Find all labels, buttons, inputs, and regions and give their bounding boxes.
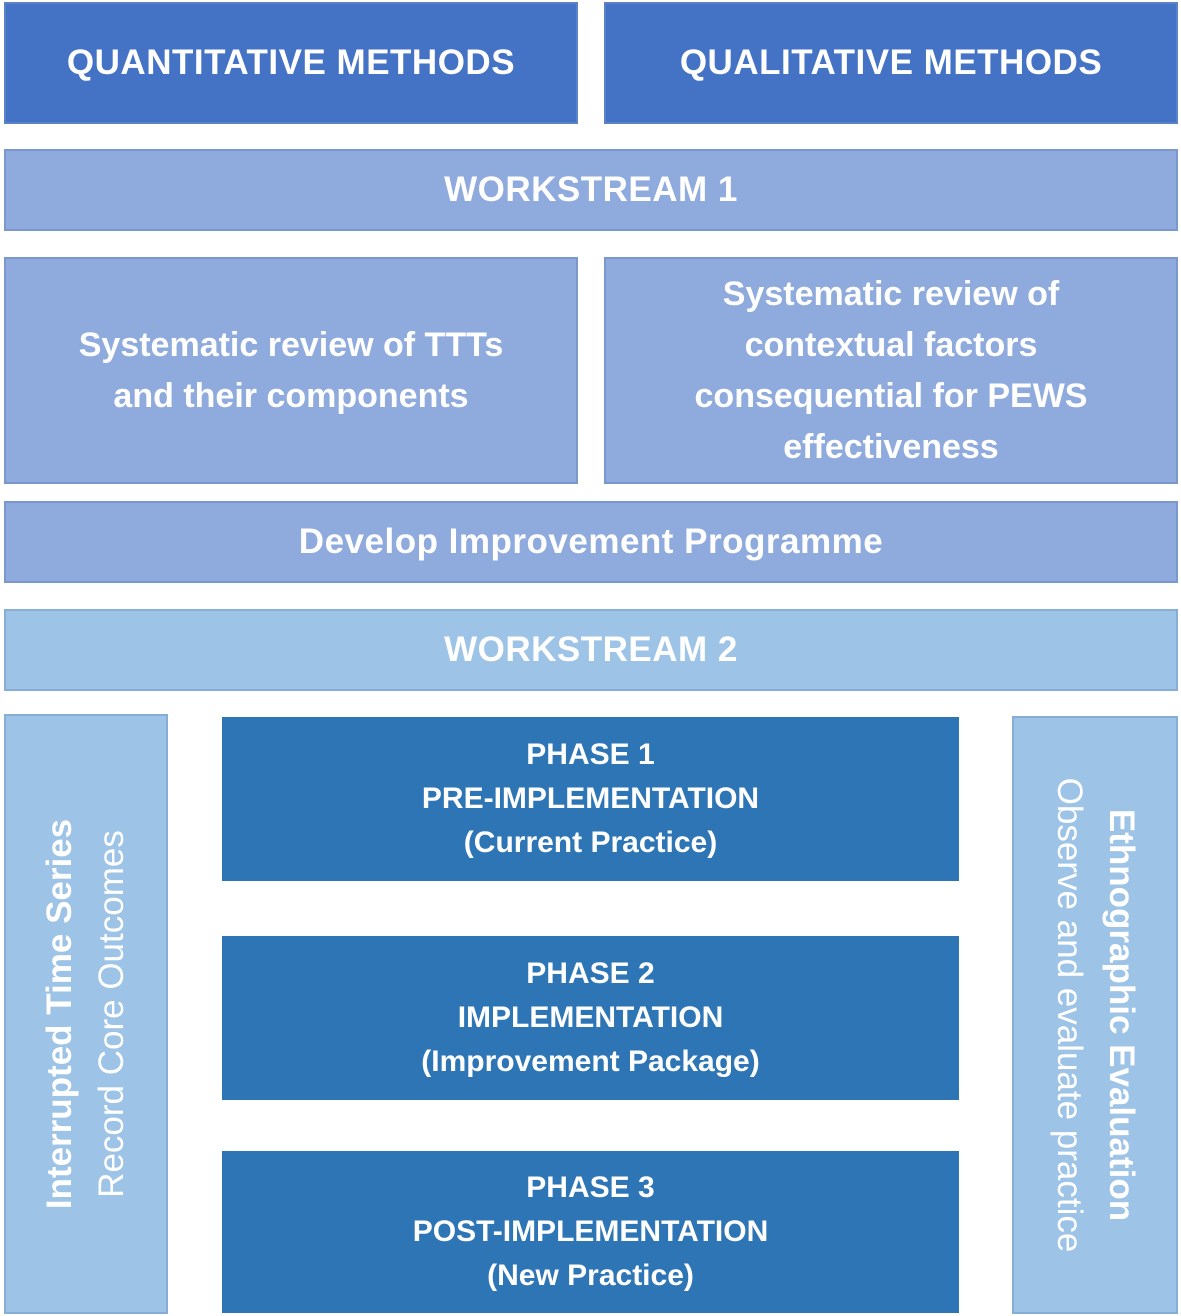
ttts-review-line-2: and their components	[113, 376, 469, 415]
contextual-review-line-2: contextual factors	[744, 325, 1038, 364]
phase-1-detail: (Current Practice)	[463, 826, 718, 859]
phase-1-box: PHASE 1 PRE-IMPLEMENTATION (Current Prac…	[222, 717, 959, 881]
interrupted-time-series-column: Interrupted Time Series Record Core Outc…	[4, 714, 168, 1314]
ethnographic-evaluation-column: Ethnographic Evaluation Observe and eval…	[1012, 716, 1178, 1314]
record-core-outcomes-subtitle: Record Core Outcomes	[92, 830, 131, 1198]
ethnographic-evaluation-title: Ethnographic Evaluation	[1102, 808, 1141, 1222]
contextual-review-line-1: Systematic review of	[722, 274, 1060, 313]
phase-1-name: PRE-IMPLEMENTATION	[421, 782, 760, 815]
ethnographic-evaluation-text: Ethnographic Evaluation Observe and eval…	[1043, 778, 1147, 1253]
workstream-1-bar: WORKSTREAM 1	[4, 149, 1178, 231]
observe-evaluate-practice-subtitle: Observe and evaluate practice	[1050, 777, 1089, 1253]
systematic-review-ttts-box: Systematic review of TTTs and their comp…	[4, 257, 578, 484]
quantitative-methods-label: QUANTITATIVE METHODS	[66, 43, 516, 82]
contextual-review-line-3: consequential for PEWS	[694, 376, 1088, 415]
contextual-review-line-4: effectiveness	[783, 427, 999, 466]
develop-improvement-programme-label: Develop Improvement Programme	[298, 522, 884, 561]
quantitative-methods-header: QUANTITATIVE METHODS	[4, 2, 578, 124]
workstream-2-title: WORKSTREAM 2	[444, 630, 738, 669]
interrupted-time-series-text: Interrupted Time Series Record Core Outc…	[34, 819, 138, 1209]
phase-3-detail: (New Practice)	[487, 1259, 694, 1292]
qualitative-methods-label: QUALITATIVE METHODS	[679, 43, 1103, 82]
phase-2-name: IMPLEMENTATION	[457, 1001, 724, 1034]
interrupted-time-series-title: Interrupted Time Series	[40, 818, 79, 1210]
phase-3-name: POST-IMPLEMENTATION	[412, 1215, 769, 1248]
phase-3-box: PHASE 3 POST-IMPLEMENTATION (New Practic…	[222, 1151, 959, 1313]
phase-1-number: PHASE 1	[526, 738, 655, 771]
qualitative-methods-header: QUALITATIVE METHODS	[604, 2, 1178, 124]
phase-2-detail: (Improvement Package)	[421, 1045, 760, 1078]
systematic-review-contextual-box: Systematic review of contextual factors …	[604, 257, 1178, 484]
phase-3-number: PHASE 3	[526, 1171, 655, 1204]
develop-improvement-programme-bar: Develop Improvement Programme	[4, 501, 1178, 583]
phase-2-number: PHASE 2	[526, 957, 655, 990]
ttts-review-line-1: Systematic review of TTTs	[78, 325, 504, 364]
phase-2-box: PHASE 2 IMPLEMENTATION (Improvement Pack…	[222, 936, 959, 1100]
workstream-1-title: WORKSTREAM 1	[444, 170, 738, 209]
workstream-2-bar: WORKSTREAM 2	[4, 609, 1178, 691]
